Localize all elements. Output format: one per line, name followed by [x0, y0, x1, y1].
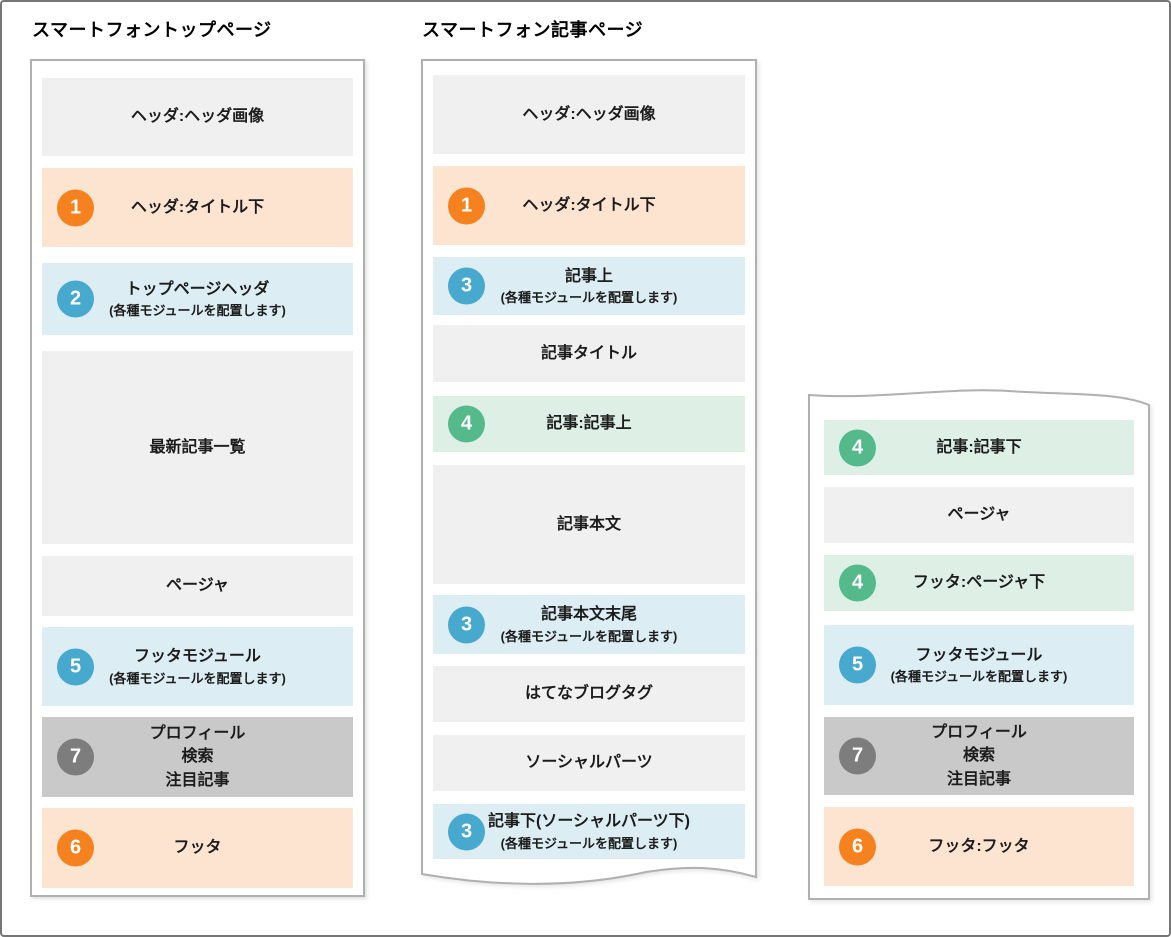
zone-label: 検索 — [962, 747, 995, 765]
badge-7: 7 — [839, 737, 876, 775]
zone-caption: (各種モジュールを配置します) — [109, 670, 286, 686]
zone-label: 記事:記事上 — [546, 415, 632, 433]
zone-label: フッタモジュール — [915, 646, 1043, 664]
zone-entry-body: 記事本文 — [433, 465, 745, 584]
zone-entry-body-end: 3 記事本文末尾 (各種モジュールを配置します) — [433, 595, 745, 654]
zone-header-image: ヘッダ:ヘッダ画像 — [433, 75, 745, 154]
badge-4: 4 — [448, 405, 485, 443]
zone-caption: (各種モジュールを配置します) — [500, 628, 678, 644]
badge-3: 3 — [448, 606, 485, 643]
zone-label: 記事上 — [564, 267, 613, 285]
zone-entry-below-social: 3 記事下(ソーシャルパーツ下) (各種モジュールを配置します) — [433, 804, 745, 859]
article-page-wireframe: ヘッダ:ヘッダ画像 1 ヘッダ:タイトル下 3 記事上 (各種モジュールを配置し… — [421, 59, 757, 899]
badge-3: 3 — [448, 267, 485, 305]
badge-5: 5 — [57, 648, 94, 685]
article-page-wireframe-continued: 4 記事:記事下 ページャ 4 フッタ:ページャ下 5 フッタモジュール (各種… — [808, 386, 1150, 901]
zone-latest-entries: 最新記事一覧 — [42, 351, 353, 544]
zone-label: ヘッダ:タイトル下 — [130, 198, 265, 216]
badge-1: 1 — [57, 189, 94, 226]
badge-6: 6 — [839, 828, 876, 865]
zone-label: トップページヘッダ — [125, 280, 270, 298]
zone-pager: ページャ — [824, 487, 1134, 543]
zone-entry-top: 4 記事:記事上 — [433, 396, 745, 452]
zone-label: 記事タイトル — [540, 344, 637, 362]
zone-header-image: ヘッダ:ヘッダ画像 — [42, 78, 353, 156]
zone-footer-under-pager: 4 フッタ:ページャ下 — [824, 555, 1134, 611]
zone-label: ページャ — [947, 506, 1011, 524]
zone-header-under-title: 1 ヘッダ:タイトル下 — [42, 168, 353, 247]
zone-label: 記事本文 — [556, 515, 621, 533]
zone-label: フッタ:フッタ — [928, 837, 1030, 855]
zone-label: 記事:記事下 — [936, 438, 1022, 456]
zone-label: 記事下(ソーシャルパーツ下) — [487, 813, 691, 831]
zone-label: フッタモジュール — [134, 648, 261, 666]
zone-header-under-title: 1 ヘッダ:タイトル下 — [433, 166, 745, 245]
zone-entry-title: 記事タイトル — [433, 325, 745, 382]
article-page-title: スマートフォン記事ページ — [422, 20, 644, 40]
zone-footer-footer: 6 フッタ:フッタ — [824, 807, 1134, 886]
zone-label: フッタ — [173, 839, 222, 857]
zone-label: ヘッダ:タイトル下 — [522, 196, 656, 214]
zone-label: ソーシャルパーツ — [525, 754, 653, 772]
zone-caption: (各種モジュールを配置します) — [500, 835, 678, 851]
zone-label: 検索 — [181, 748, 214, 766]
badge-4: 4 — [839, 564, 876, 602]
zone-top-page-header: 2 トップページヘッダ (各種モジュールを配置します) — [42, 263, 353, 335]
zone-pager: ページャ — [42, 556, 353, 616]
zone-footer: 6 フッタ — [42, 808, 353, 888]
zone-label: プロフィール — [149, 725, 246, 743]
zone-label: ページャ — [166, 577, 229, 595]
top-page-title: スマートフォントップページ — [32, 20, 272, 40]
zone-caption: (各種モジュールを配置します) — [890, 669, 1068, 684]
zone-label: フッタ:ページャ下 — [912, 574, 1046, 592]
zone-caption: (各種モジュールを配置します) — [500, 290, 678, 305]
zone-hatena-blog-tags: はてなブログタグ — [433, 666, 745, 722]
badge-5: 5 — [839, 646, 876, 684]
badge-4: 4 — [839, 429, 876, 466]
badge-6: 6 — [57, 829, 94, 867]
badge-1: 1 — [448, 187, 485, 224]
zone-label: 最新記事一覧 — [149, 438, 246, 456]
zone-entry-bottom: 4 記事:記事下 — [824, 420, 1134, 475]
zone-caption: (各種モジュールを配置します) — [109, 303, 286, 318]
zone-entry-above: 3 記事上 (各種モジュールを配置します) — [433, 257, 745, 315]
zone-footer-module: 5 フッタモジュール (各種モジュールを配置します) — [42, 627, 353, 706]
zone-profile-search-featured: 7 プロフィール 検索 注目記事 — [824, 717, 1134, 795]
zone-label: プロフィール — [931, 724, 1027, 742]
zone-social-parts: ソーシャルパーツ — [433, 735, 745, 791]
badge-2: 2 — [57, 280, 94, 318]
zone-label: はてなブログタグ — [524, 685, 653, 703]
zone-footer-module: 5 フッタモジュール (各種モジュールを配置します) — [824, 625, 1134, 705]
badge-7: 7 — [57, 738, 94, 776]
top-page-wireframe: ヘッダ:ヘッダ画像 1 ヘッダ:タイトル下 2 トップページヘッダ (各種モジュ… — [30, 59, 365, 897]
zone-label: ヘッダ:ヘッダ画像 — [130, 108, 265, 126]
zone-label: ヘッダ:ヘッダ画像 — [522, 105, 656, 123]
zone-profile-search-featured: 7 プロフィール 検索 注目記事 — [42, 717, 353, 797]
zone-label: 注目記事 — [165, 771, 230, 789]
badge-3: 3 — [448, 813, 485, 850]
zone-label: 注目記事 — [946, 770, 1011, 788]
zone-label: 記事本文末尾 — [540, 606, 637, 624]
